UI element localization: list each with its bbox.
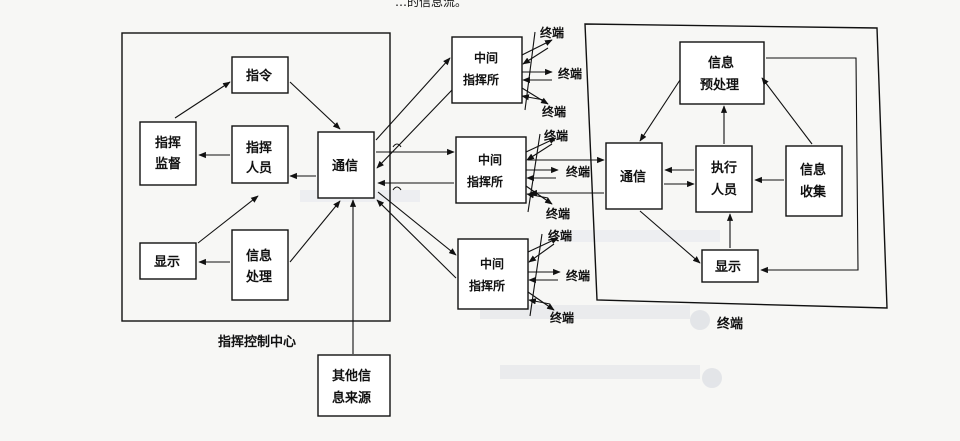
supervision-box — [139, 121, 197, 186]
intermediate-post-2-label-2: 指挥所 — [467, 174, 503, 189]
terminal-label-3b: 终端 — [566, 268, 590, 283]
terminal-label-3a: 终端 — [548, 228, 572, 243]
info-processing-label-1: 信息 — [246, 248, 272, 264]
other-source-label-2: 息来源 — [332, 390, 371, 406]
terminal-label-1b: 终端 — [558, 66, 582, 81]
other-source-label-1: 其他信 — [332, 368, 371, 384]
intermediate-post-3-label-2: 指挥所 — [469, 278, 505, 293]
command-label: 指令 — [246, 68, 273, 84]
terminal-label-1a: 终端 — [540, 25, 564, 40]
preprocess-box — [679, 41, 765, 105]
terminal-display-box — [701, 249, 759, 283]
center-arrows — [174, 81, 357, 354]
collect-label-1: 信息 — [800, 162, 826, 178]
intermediate-post-2 — [455, 136, 527, 204]
intermediate-post-3 — [457, 238, 529, 310]
other-source-box — [317, 354, 391, 417]
command-center-frame — [121, 32, 391, 322]
terminal-frame — [584, 23, 888, 309]
terminal-label-3c: 终端 — [550, 310, 574, 325]
executor-label-2: 人员 — [711, 182, 737, 198]
terminal-comm-box — [605, 142, 663, 210]
intermediate-post-1-label-2: 指挥所 — [463, 72, 499, 87]
center-to-intermediate-links — [375, 57, 457, 279]
terminal-comm-label: 通信 — [620, 169, 646, 185]
terminal-caption: 终端 — [717, 316, 743, 332]
top-text-fragment: …的信息流。 — [395, 0, 467, 9]
collect-label-2: 收集 — [800, 184, 827, 200]
collect-box — [785, 145, 843, 217]
command-box — [231, 56, 289, 94]
intermediate-post-1 — [451, 36, 523, 104]
commander-label-1: 指挥 — [246, 140, 272, 156]
terminal-label-2c: 终端 — [546, 206, 570, 221]
info-processing-box — [231, 229, 289, 301]
terminal-arrows — [528, 57, 859, 274]
preprocess-label-1: 信息 — [708, 55, 734, 71]
executor-box — [695, 145, 753, 213]
executor-label-1: 执行 — [711, 160, 737, 176]
supervision-label-1: 指挥 — [155, 135, 181, 151]
terminal-label-2b: 终端 — [566, 164, 590, 179]
intermediate-terminal-fans — [521, 31, 561, 317]
terminal-small-labels: 终端 终端 终端 终端 终端 终端 终端 终端 终端 — [540, 25, 590, 325]
info-processing-label-2: 处理 — [245, 269, 272, 285]
intermediate-post-2-label-1: 中间 — [478, 152, 502, 167]
center-display-box — [139, 242, 197, 280]
terminal-display-label: 显示 — [715, 260, 741, 275]
intermediate-post-3-label-1: 中间 — [480, 256, 504, 271]
terminal-label-2a: 终端 — [544, 128, 568, 143]
bleed-through-marks — [300, 190, 722, 388]
center-comm-label: 通信 — [332, 158, 358, 174]
intermediate-post-1-label-1: 中间 — [474, 50, 498, 65]
command-center-caption: 指挥控制中心 — [218, 334, 296, 350]
preprocess-label-2: 预处理 — [700, 77, 739, 93]
supervision-label-2: 监督 — [155, 156, 181, 172]
center-comm-box — [317, 131, 375, 199]
center-display-label: 显示 — [154, 255, 180, 270]
commander-label-2: 人员 — [246, 160, 272, 176]
commander-box — [231, 125, 289, 184]
terminal-label-1c: 终端 — [542, 104, 566, 119]
